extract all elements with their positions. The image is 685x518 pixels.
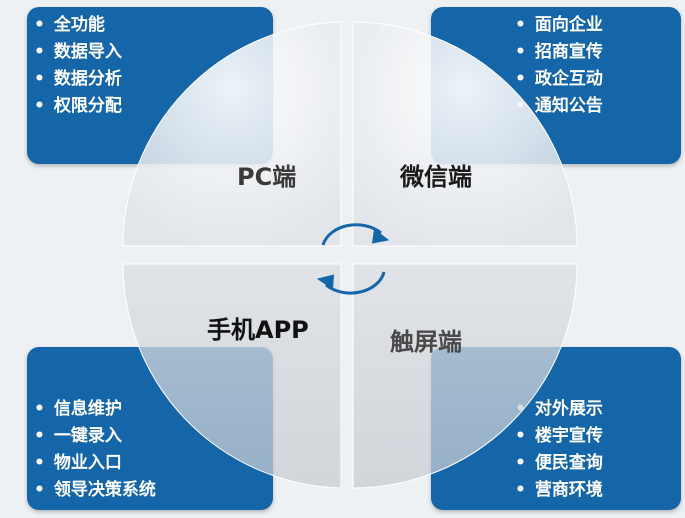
touch-feature-list: 对外展示 楼宇宣传 便民查询 营商环境 (515, 396, 603, 504)
quadrant-touch (352, 263, 578, 489)
list-item: 数据分析 (34, 66, 122, 93)
quadrant-pc (122, 21, 342, 247)
list-item: 营商环境 (515, 477, 603, 504)
cycle-arrows-icon (316, 223, 390, 295)
list-item: 全功能 (34, 12, 122, 39)
wechat-feature-list: 面向企业 招商宣传 政企互动 通知公告 (515, 12, 603, 120)
list-item: 数据导入 (34, 39, 122, 66)
list-item: 对外展示 (515, 396, 603, 423)
list-item: 通知公告 (515, 93, 603, 120)
list-item: 招商宣传 (515, 39, 603, 66)
label-touch: 触屏端 (390, 328, 462, 356)
quadrant-wechat (352, 21, 578, 247)
quadrant-app (122, 263, 342, 489)
label-pc: PC端 (237, 163, 297, 191)
list-item: 政企互动 (515, 66, 603, 93)
list-item: 物业入口 (34, 450, 156, 477)
list-item: 权限分配 (34, 93, 122, 120)
list-item: 便民查询 (515, 450, 603, 477)
pc-feature-list: 全功能 数据导入 数据分析 权限分配 (34, 12, 122, 120)
app-feature-list: 信息维护 一键录入 物业入口 领导决策系统 (34, 396, 156, 504)
list-item: 楼宇宣传 (515, 423, 603, 450)
label-app: 手机APP (207, 316, 309, 344)
list-item: 领导决策系统 (34, 477, 156, 504)
label-wechat: 微信端 (400, 163, 472, 191)
list-item: 信息维护 (34, 396, 156, 423)
list-item: 面向企业 (515, 12, 603, 39)
list-item: 一键录入 (34, 423, 156, 450)
